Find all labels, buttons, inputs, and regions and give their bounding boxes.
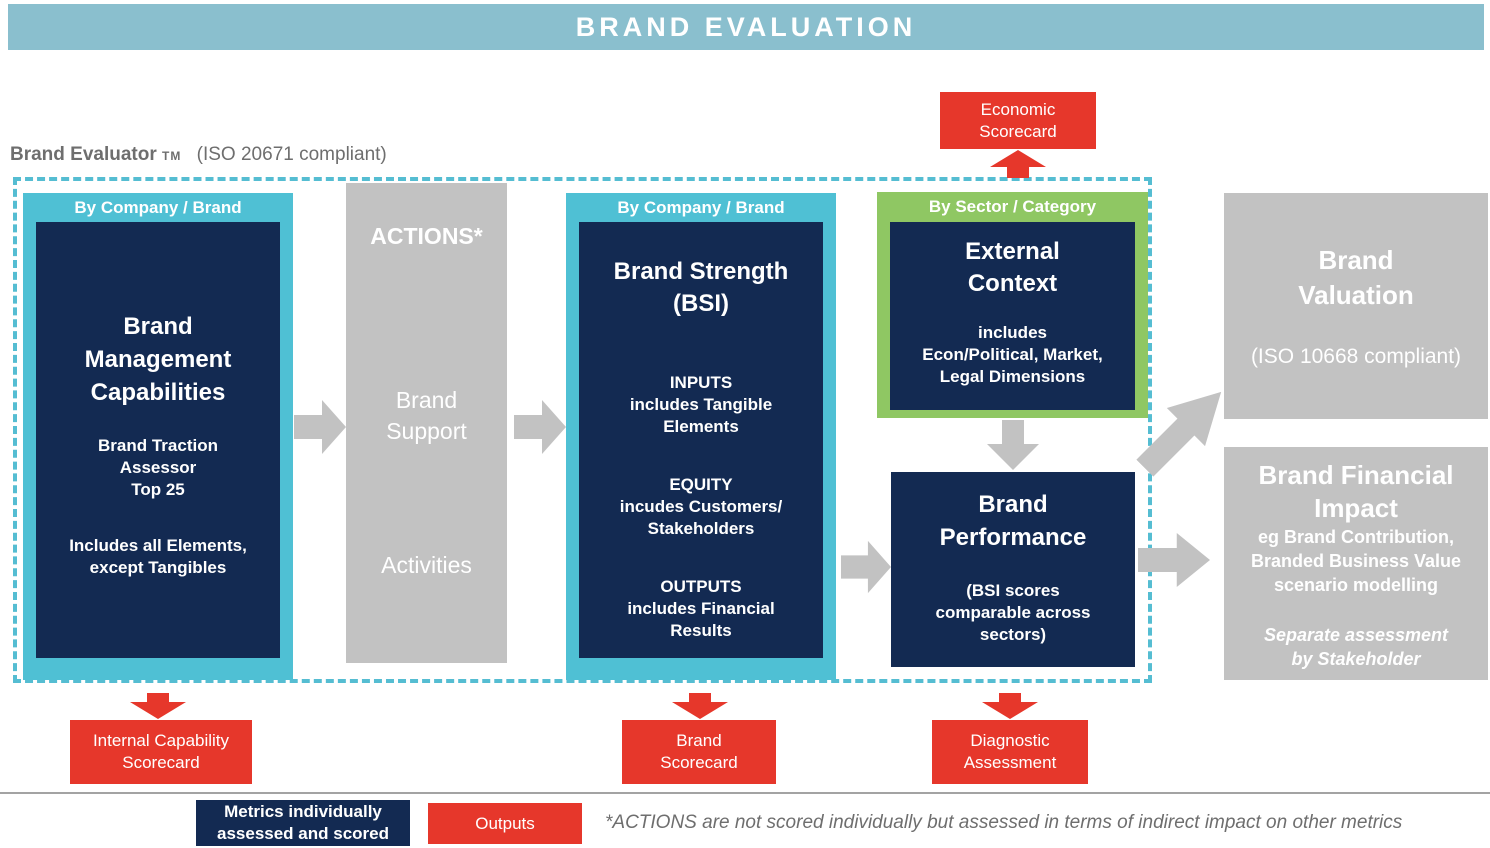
strength-panel-header: By Company / Brand <box>617 197 785 217</box>
strength-to-brand-scorecard-arrow <box>667 693 733 719</box>
financial-impact-box: Brand Financial Impact eg Brand Contribu… <box>1224 447 1488 680</box>
external-context-panel: By Sector / Category External Context in… <box>877 192 1148 418</box>
performance-to-valuation-arrow <box>1123 370 1243 490</box>
legend-outputs-label: Outputs <box>475 813 535 833</box>
strength-title: Brand Strength (BSI) <box>613 258 789 317</box>
internal-capability-scorecard-box: Internal Capability Scorecard <box>70 720 252 784</box>
brand-scorecard-box: Brand Scorecard <box>622 720 776 784</box>
capabilities-title: Brand Management Capabilities <box>84 313 232 406</box>
legend-outputs-box: Outputs <box>428 803 582 844</box>
actions-to-strength-arrow <box>514 396 566 458</box>
strength-outputs-text: OUTPUTS includes Financial Results <box>627 577 775 640</box>
performance-to-diagnostic-arrow <box>977 693 1043 719</box>
strength-inputs-text: INPUTS includes Tangible Elements <box>629 373 773 436</box>
capabilities-to-actions-arrow <box>294 396 346 458</box>
capabilities-to-internal-scorecard-arrow <box>125 693 191 719</box>
capabilities-panel: By Company / Brand Brand Management Capa… <box>23 193 293 680</box>
external-panel-header: By Sector / Category <box>928 196 1097 216</box>
strength-panel: By Company / Brand Brand Strength (BSI) … <box>566 193 836 680</box>
legend-metrics-label: Metrics individually assessed and scored <box>217 802 389 843</box>
valuation-box: Brand Valuation (ISO 10668 compliant) <box>1224 193 1488 419</box>
economic-scorecard-label: Economic Scorecard <box>979 99 1057 141</box>
strength-equity-text: EQUITY incudes Customers/ Stakeholders <box>619 475 783 538</box>
actions-footnote: *ACTIONS are not scored individually but… <box>605 812 1403 833</box>
performance-to-financial-impact-arrow <box>1138 529 1210 591</box>
performance-box: Brand Performance (BSI scores comparable… <box>891 472 1135 667</box>
diagnostic-assessment-label: Diagnostic Assessment <box>963 731 1057 772</box>
valuation-sub: (ISO 10668 compliant) <box>1250 345 1462 368</box>
strength-box: Brand Strength (BSI) INPUTS includes Tan… <box>579 222 823 658</box>
evaluator-iso: (ISO 20671 compliant) <box>196 144 387 165</box>
legend-divider <box>0 792 1490 794</box>
external-context-box: External Context includes Econ/Political… <box>890 222 1135 410</box>
financial-impact-title: Brand Financial Impact <box>1258 460 1454 523</box>
capabilities-box: Brand Management Capabilities Brand Trac… <box>36 222 280 658</box>
actions-box: ACTIONS* Brand Support Activities <box>346 183 507 663</box>
brand-evaluator-frame <box>13 177 1152 683</box>
legend-metrics-box: Metrics individually assessed and scored <box>196 800 410 846</box>
actions-activities-text: Activities <box>381 552 472 578</box>
external-to-economic-scorecard-arrow <box>985 150 1051 178</box>
valuation-title: Brand Valuation <box>1298 245 1414 310</box>
financial-impact-sub: eg Brand Contribution, Branded Business … <box>1250 527 1462 595</box>
external-context-title: External Context <box>965 238 1060 297</box>
capabilities-panel-header: By Company / Brand <box>74 197 242 217</box>
economic-scorecard-box: Economic Scorecard <box>940 92 1096 149</box>
performance-title: Brand Performance <box>939 491 1087 551</box>
financial-impact-note: Separate assessment by Stakeholder <box>1263 625 1449 669</box>
strength-to-performance-arrow <box>841 537 891 597</box>
evaluator-name: Brand Evaluator <box>10 144 157 165</box>
capabilities-includes-text: Includes all Elements, except Tangibles <box>69 536 247 577</box>
performance-sub: (BSI scores comparable across sectors) <box>935 581 1091 644</box>
external-to-performance-arrow <box>983 420 1043 470</box>
evaluator-label: Brand Evaluator TM (ISO 20671 compliant) <box>10 144 387 166</box>
diagnostic-assessment-box: Diagnostic Assessment <box>932 720 1088 784</box>
brand-scorecard-label: Brand Scorecard <box>660 731 738 772</box>
internal-capability-scorecard-label: Internal Capability Scorecard <box>92 731 230 772</box>
external-context-sub: includes Econ/Political, Market, Legal D… <box>922 323 1103 386</box>
actions-brand-support-text: Brand Support <box>386 387 467 444</box>
actions-title: ACTIONS* <box>370 223 483 249</box>
capabilities-traction-text: Brand Traction Assessor Top 25 <box>98 436 218 499</box>
page-title: BRAND EVALUATION <box>575 11 917 42</box>
trademark-mark: TM <box>162 149 182 163</box>
page-title-banner: BRAND EVALUATION <box>8 4 1484 50</box>
